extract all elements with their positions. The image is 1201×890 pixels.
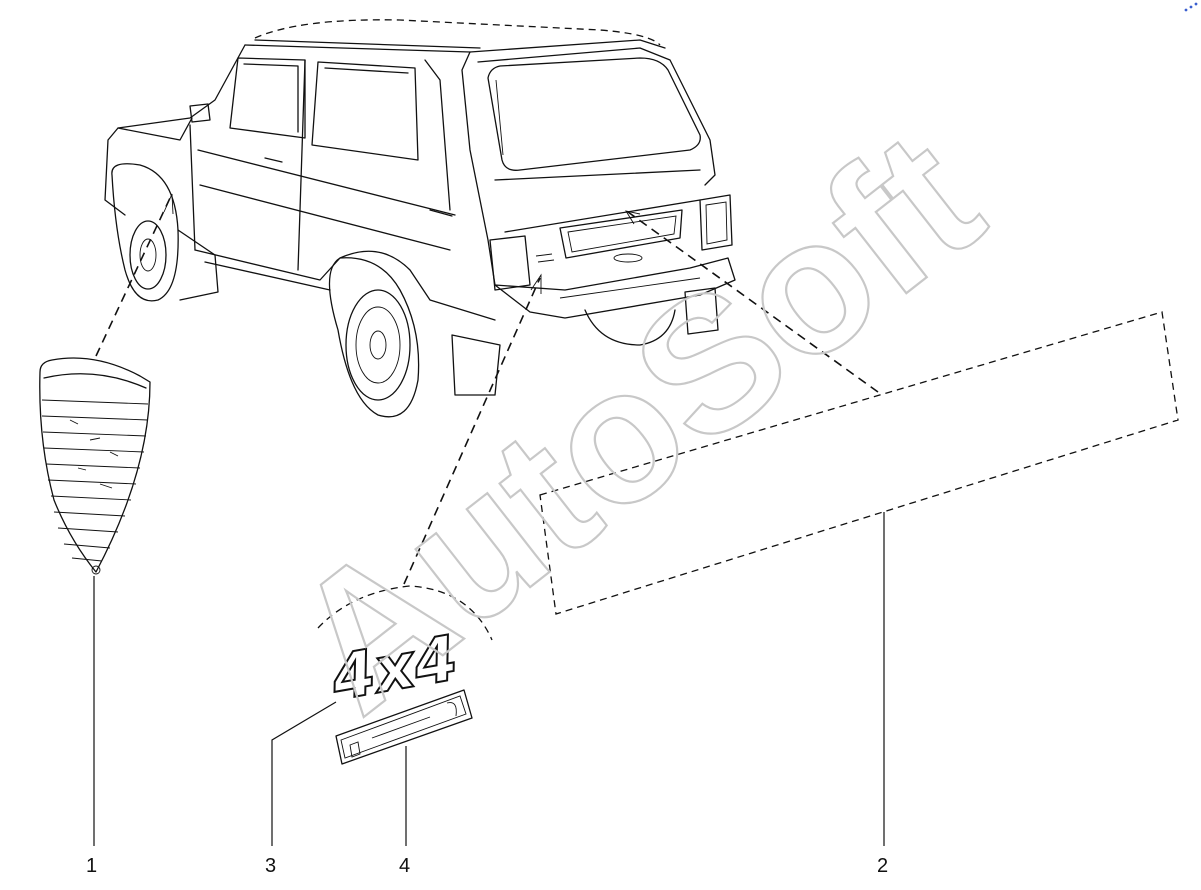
callout-3: 3 xyxy=(265,855,276,877)
callout-2: 2 xyxy=(877,855,888,877)
leader-lines xyxy=(93,512,885,846)
assembly-lines xyxy=(95,193,879,585)
watermark: AutoSoft xyxy=(255,92,1017,753)
callout-1: 1 xyxy=(86,855,97,877)
vehicle-outline xyxy=(104,19,736,418)
part-1-grille-emblem xyxy=(39,357,151,575)
callout-4: 4 xyxy=(399,855,410,877)
corner-mark-icon xyxy=(1184,2,1198,12)
part-4-plate-badge xyxy=(335,689,473,765)
part-2-rear-stripe xyxy=(539,311,1179,615)
